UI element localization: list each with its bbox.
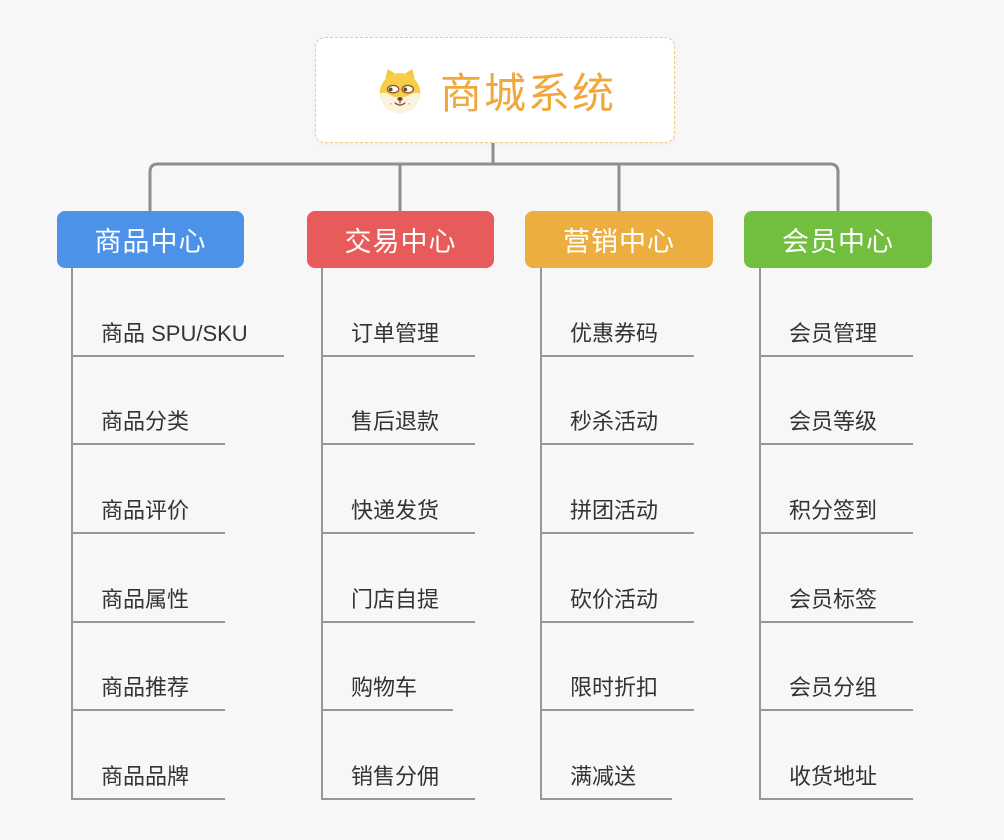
leaf-node[interactable]: 订单管理 — [323, 268, 476, 357]
leaf-label: 会员管理 — [761, 316, 914, 357]
leaf-label: 优惠券码 — [542, 316, 695, 357]
branch-column-trade-center: 订单管理 售后退款 快递发货 门店自提 购物车 销售分佣 — [321, 268, 476, 801]
leaf-label: 售后退款 — [323, 404, 476, 446]
leaf-node[interactable]: 秒杀活动 — [542, 357, 695, 446]
leaf-node[interactable]: 限时折扣 — [542, 623, 695, 712]
leaf-label: 秒杀活动 — [542, 404, 695, 446]
branch-header-product-center[interactable]: 商品中心 — [57, 211, 244, 268]
leaf-label: 积分签到 — [761, 493, 914, 535]
leaf-label: 商品推荐 — [73, 670, 226, 712]
leaf-node[interactable]: 积分签到 — [761, 445, 914, 535]
leaf-label: 商品属性 — [73, 582, 226, 623]
leaf-label: 限时折扣 — [542, 670, 695, 712]
leaf-node[interactable]: 满减送 — [542, 711, 694, 801]
leaf-node[interactable]: 优惠券码 — [542, 268, 695, 357]
branch-header-marketing-center[interactable]: 营销中心 — [525, 211, 713, 268]
leaf-label: 门店自提 — [323, 582, 476, 623]
leaf-label: 拼团活动 — [542, 493, 695, 535]
branch-header-trade-center[interactable]: 交易中心 — [307, 211, 494, 268]
leaf-label: 订单管理 — [323, 316, 476, 357]
leaf-label: 商品品牌 — [73, 759, 226, 801]
leaf-node[interactable]: 售后退款 — [323, 357, 476, 446]
leaf-label: 销售分佣 — [323, 759, 476, 801]
leaf-label: 收货地址 — [761, 759, 914, 801]
leaf-node[interactable]: 商品分类 — [73, 357, 284, 446]
leaf-label: 会员标签 — [761, 582, 914, 623]
leaf-node[interactable]: 商品 SPU/SKU — [73, 268, 284, 357]
leaf-node[interactable]: 商品品牌 — [73, 711, 284, 801]
leaf-node[interactable]: 会员标签 — [761, 534, 914, 623]
leaf-label: 满减送 — [542, 759, 673, 801]
leaf-label: 会员等级 — [761, 404, 914, 446]
leaf-node[interactable]: 会员分组 — [761, 623, 914, 712]
leaf-node[interactable]: 商品推荐 — [73, 623, 284, 712]
leaf-node[interactable]: 收货地址 — [761, 711, 914, 801]
leaf-node[interactable]: 门店自提 — [323, 534, 476, 623]
leaf-label: 砍价活动 — [542, 582, 695, 623]
leaf-node[interactable]: 销售分佣 — [323, 711, 476, 801]
leaf-node[interactable]: 购物车 — [323, 623, 475, 712]
leaf-label: 购物车 — [323, 670, 454, 712]
leaf-node[interactable]: 商品评价 — [73, 445, 284, 535]
branch-column-product-center: 商品 SPU/SKU 商品分类 商品评价 商品属性 商品推荐 商品品牌 — [71, 268, 284, 801]
leaf-label: 商品 SPU/SKU — [73, 316, 284, 357]
leaf-node[interactable]: 商品属性 — [73, 534, 284, 623]
branch-column-marketing-center: 优惠券码 秒杀活动 拼团活动 砍价活动 限时折扣 满减送 — [540, 268, 695, 801]
leaf-node[interactable]: 拼团活动 — [542, 445, 695, 535]
branch-header-member-center[interactable]: 会员中心 — [744, 211, 932, 268]
leaf-node[interactable]: 砍价活动 — [542, 534, 695, 623]
leaf-node[interactable]: 会员等级 — [761, 357, 914, 446]
dog-face-icon — [379, 68, 421, 114]
root-node[interactable]: 商城系统 — [315, 37, 675, 143]
leaf-node[interactable]: 会员管理 — [761, 268, 914, 357]
leaf-node[interactable]: 快递发货 — [323, 445, 476, 535]
branch-column-member-center: 会员管理 会员等级 积分签到 会员标签 会员分组 收货地址 — [759, 268, 914, 801]
leaf-label: 快递发货 — [323, 493, 476, 535]
root-title: 商城系统 — [439, 69, 616, 117]
leaf-label: 会员分组 — [761, 670, 914, 712]
leaf-label: 商品分类 — [73, 404, 226, 446]
leaf-label: 商品评价 — [73, 493, 226, 535]
